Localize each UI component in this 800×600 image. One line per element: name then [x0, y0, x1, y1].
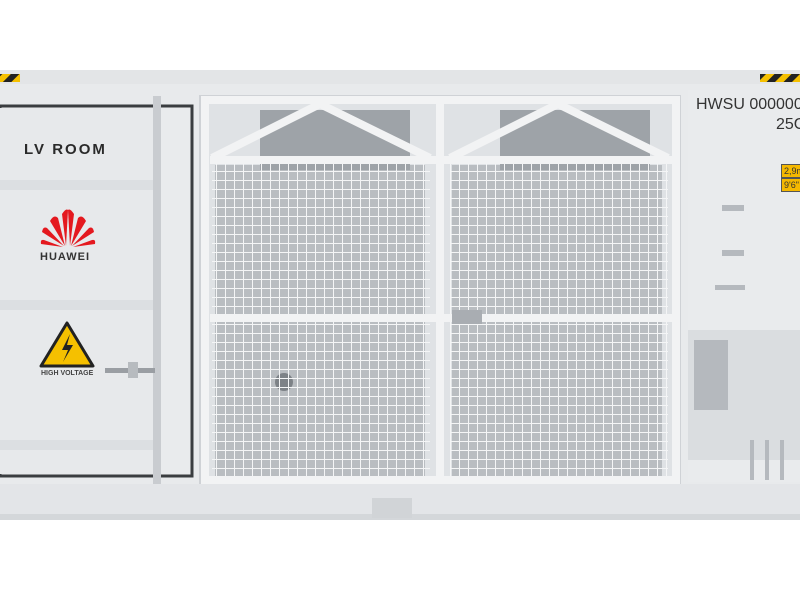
- door-handle-icon: [105, 362, 155, 378]
- top-rail: [0, 70, 800, 84]
- huawei-logo: [40, 209, 96, 247]
- high-voltage-warning-icon: [39, 321, 95, 368]
- forklift-pocket: [372, 498, 412, 518]
- warning-label: HIGH VOLTAGE: [41, 370, 94, 377]
- cage-latch: [452, 310, 482, 324]
- hazard-stripe-right: [760, 74, 800, 82]
- lv-room-label: LV ROOM: [24, 141, 107, 158]
- height-label-metric: 2,9m: [781, 164, 800, 178]
- hazard-stripe-left: [0, 74, 20, 82]
- type-code: 25G: [776, 116, 800, 133]
- brand-name: HUAWEI: [40, 251, 90, 263]
- height-label-imperial: 9'6": [781, 178, 800, 192]
- serial-number: HWSU 000000: [696, 96, 800, 113]
